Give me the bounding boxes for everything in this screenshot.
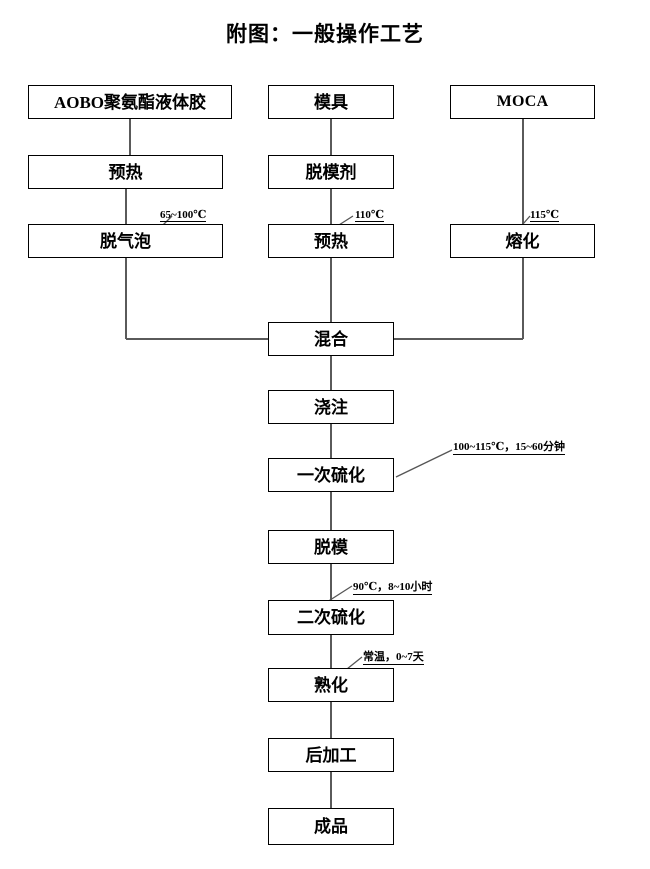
connector-preheat1-to-degas [125, 189, 127, 224]
connector-melt-to-mix-h [394, 338, 523, 340]
annotation-melt: 115℃ [530, 209, 560, 222]
flow-node-aobo[interactable]: AOBO聚氨酯液体胶 [28, 85, 232, 119]
flow-node-cure1[interactable]: 一次硫化 [268, 458, 394, 492]
connector-melt-to-mix-v [522, 258, 524, 339]
connector-cure2-to-mature [330, 635, 332, 668]
flow-node-mix[interactable]: 混合 [268, 322, 394, 356]
annotation-cure2: 90℃，8~10小时 [353, 578, 433, 595]
connector-mix-to-pour [330, 356, 332, 390]
annotation-preheat2: 110℃ [355, 209, 385, 222]
flow-node-mature[interactable]: 熟化 [268, 668, 394, 702]
connector-degas-to-mix-v [125, 258, 127, 339]
flow-node-product[interactable]: 成品 [268, 808, 394, 845]
annotation-mature: 常温，0~7天 [363, 648, 424, 665]
connector-aobo-to-preheat1 [129, 119, 131, 155]
connector-pour-to-cure1 [330, 424, 332, 458]
connector-moca-to-melt [522, 119, 524, 224]
flow-node-postproc[interactable]: 后加工 [268, 738, 394, 772]
page-title: 附图：一般操作工艺 [226, 22, 424, 46]
leader-line-cure1 [395, 449, 453, 478]
connector-release-to-preheat2 [330, 189, 332, 224]
annotation-cure1: 100~115℃，15~60分钟 [453, 438, 566, 455]
flow-node-degas[interactable]: 脱气泡 [28, 224, 223, 258]
flow-node-mold[interactable]: 模具 [268, 85, 394, 119]
flow-node-demold[interactable]: 脱模 [268, 530, 394, 564]
flow-node-preheat1[interactable]: 预热 [28, 155, 223, 189]
flow-node-release[interactable]: 脱模剂 [268, 155, 394, 189]
connector-mature-to-postproc [330, 702, 332, 738]
flow-node-moca[interactable]: MOCA [450, 85, 595, 119]
flow-node-melt[interactable]: 熔化 [450, 224, 595, 258]
flow-node-pour[interactable]: 浇注 [268, 390, 394, 424]
connector-cure1-to-demold [330, 492, 332, 530]
connector-mold-to-release [330, 119, 332, 155]
connector-postproc-to-product [330, 772, 332, 808]
connector-demold-to-cure2 [330, 564, 332, 600]
connector-degas-to-mix-h [126, 338, 268, 340]
annotation-degas: 65~100℃ [160, 209, 207, 222]
flow-node-cure2[interactable]: 二次硫化 [268, 600, 394, 635]
connector-preheat2-to-mix [330, 258, 332, 322]
flow-node-preheat2[interactable]: 预热 [268, 224, 394, 258]
